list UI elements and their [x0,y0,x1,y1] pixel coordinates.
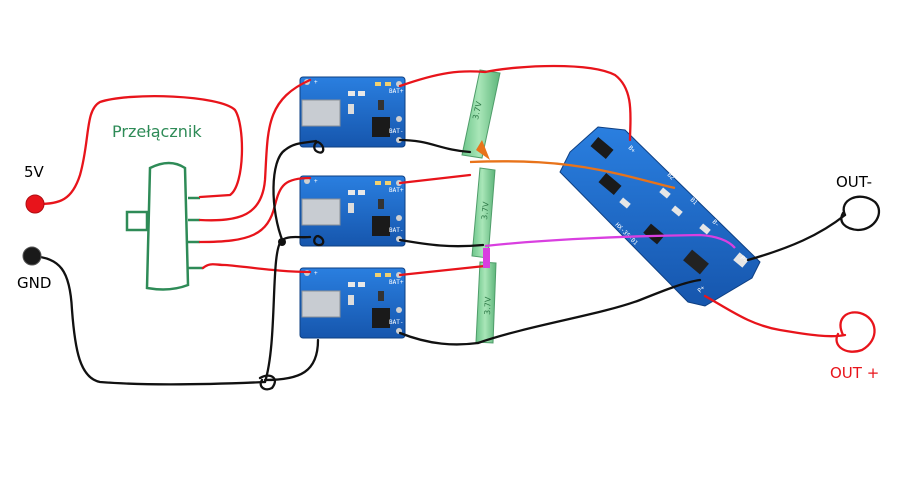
bms-pad-b-minus: B- [711,218,721,228]
label-5v: 5V [24,163,45,181]
balance-wire-b2 [469,160,676,190]
pin-label-vcc: + [314,79,318,86]
pin-label-bat-plus: BAT+ [389,279,404,286]
red-wires [36,64,876,353]
cell-label: 3.7V [471,100,484,120]
junction-dot [278,238,286,246]
pin-label-bat-plus: BAT+ [389,187,404,194]
terminal-5v [25,194,45,214]
cell-3: 3.7V [475,261,497,344]
switch [125,161,203,291]
terminal-gnd [22,246,42,266]
label-gnd: GND [17,274,51,292]
label-switch: Przełącznik [112,122,202,141]
balance-wire-b1 [484,233,736,249]
charger-module-1: + BAT+ BAT- [299,76,406,148]
black-wires [30,138,881,391]
pin-label-vcc: + [314,178,318,185]
pin-label-bat-minus: BAT- [389,128,403,135]
pin-label-bat-plus: BAT+ [389,88,404,95]
bms-pad-b-plus: B+ [627,144,637,154]
pin-label-bat-minus: BAT- [389,227,403,234]
bms-pad-b1: B1 [689,196,699,206]
charger-module-2: + BAT+ BAT- [299,175,406,247]
label-out-plus: OUT + [830,364,879,382]
cell-1: 3.7V [461,69,501,159]
bms-pad-p-minus: P- [739,254,749,264]
cell-label: 3.7V [480,201,491,220]
balance-wire-b2-tip [476,140,490,160]
pin-label-bat-minus: BAT- [389,319,403,326]
bms-pad-b2: B2 [666,171,676,181]
bms-board: B+ B2 B1 B- P- P+ HX-3S-01 [559,126,761,307]
charger-module-3: + BAT+ BAT- [299,267,406,339]
balance-wire-b1-tip [483,248,490,268]
label-out-minus: OUT- [836,173,872,191]
pin-label-vcc: + [314,270,318,277]
bms-pad-p-plus: P+ [696,284,706,294]
cell-label: 3.7V [483,296,493,315]
